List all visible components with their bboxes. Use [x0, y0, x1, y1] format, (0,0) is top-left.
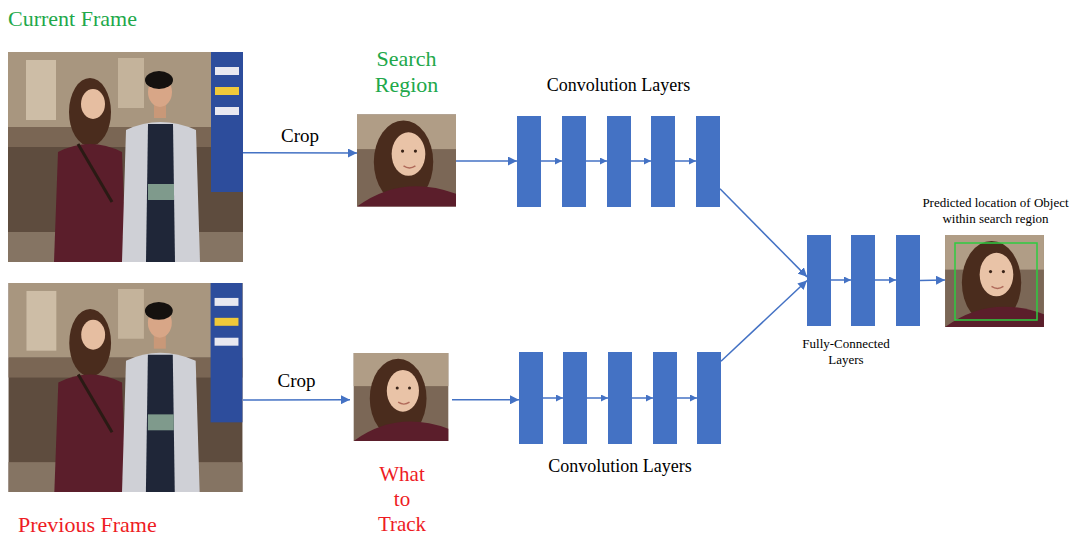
image-panel: Predicted location of Object within sear… [945, 235, 1044, 327]
arrow-connector [721, 281, 807, 362]
fc-layer [807, 235, 831, 326]
conv-layer [651, 116, 675, 207]
node-label: Previous Frame [18, 512, 258, 538]
edge-label: Crop [276, 370, 318, 392]
layer-stack: Convolution Layers [517, 116, 720, 207]
layer-arrow [543, 397, 563, 399]
node-label: What to Track [371, 462, 433, 537]
arrow-connector [452, 399, 519, 401]
fc-layer [896, 235, 920, 326]
conv-layer [517, 116, 541, 207]
conv-layer [697, 352, 721, 444]
layer-arrow [677, 397, 697, 399]
conv-layer [696, 116, 720, 207]
arrow-connector [243, 399, 350, 401]
node-label: Current Frame [8, 6, 268, 32]
layer-arrow [831, 279, 851, 281]
target-crop-photo [354, 353, 449, 441]
predicted-box [955, 243, 1037, 320]
arrow-connector [720, 189, 807, 277]
layer-stack: Fully-Connected Layers [807, 235, 920, 326]
image-panel: Previous Frame [8, 283, 243, 492]
search-region-photo [357, 114, 456, 206]
layer-arrow [675, 160, 696, 162]
layer-arrow [587, 397, 608, 399]
arrow-connector [243, 152, 357, 154]
fc-layer-stack [807, 235, 920, 326]
arrow-connector [920, 279, 945, 281]
arrow-connector [456, 160, 517, 162]
layer-arrow [875, 279, 896, 281]
output-photo [945, 235, 1044, 327]
previous-frame-photo [9, 283, 243, 492]
edge-label: Crop [279, 125, 321, 147]
conv-layer-stack [517, 116, 720, 207]
node-label: Search Region [357, 46, 457, 98]
layer-arrow [632, 397, 653, 399]
layer-stack: Convolution Layers [519, 352, 721, 444]
conv-layer [562, 116, 586, 207]
node-label: Convolution Layers [504, 74, 734, 96]
node-label: Predicted location of Object within sear… [921, 195, 1071, 227]
conv-layer-stack [519, 352, 721, 444]
image-panel: Current Frame [8, 52, 243, 262]
conv-layer [608, 352, 632, 444]
layer-arrow [541, 160, 562, 162]
conv-layer [563, 352, 587, 444]
node-label: Convolution Layers [505, 455, 735, 477]
image-panel: Search Region [357, 114, 456, 207]
layer-arrow [631, 160, 651, 162]
fc-layer [851, 235, 875, 326]
layer-arrow [586, 160, 607, 162]
conv-layer [519, 352, 543, 444]
conv-layer [653, 352, 677, 444]
conv-layer [607, 116, 631, 207]
node-label: Fully-Connected Layers [796, 336, 896, 368]
image-panel: What to Track [350, 353, 452, 441]
layer-arrows [541, 161, 896, 398]
current-frame-photo [8, 52, 243, 262]
